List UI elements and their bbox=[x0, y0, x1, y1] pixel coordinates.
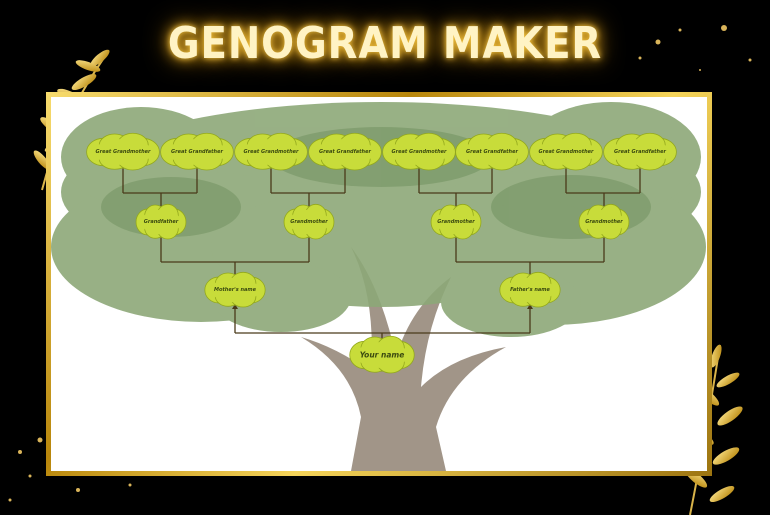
great-grandparent-node-cloud-shape bbox=[529, 132, 603, 171]
grandparent-node-cloud-shape bbox=[578, 203, 630, 240]
great-grandparent-label[interactable]: Great Grandmother bbox=[391, 149, 447, 155]
tree-illustration bbox=[51, 102, 706, 471]
grandparent-node-cloud-shape bbox=[283, 203, 335, 240]
great-grandparent-label[interactable]: Great Grandmother bbox=[95, 149, 151, 155]
grandparent-node-cloud-shape bbox=[430, 203, 482, 240]
great-grandparent-label[interactable]: Great Grandfather bbox=[614, 149, 666, 155]
grandparent-label[interactable]: Grandmother bbox=[290, 219, 328, 225]
great-grandparent-node-cloud-shape bbox=[160, 132, 234, 171]
grandparent-node-cloud-shape bbox=[135, 203, 187, 240]
great-grandparent-node-cloud-shape bbox=[603, 132, 677, 171]
parent-node-cloud-shape bbox=[499, 271, 561, 308]
great-grandparent-node-cloud-shape bbox=[86, 132, 160, 171]
genogram-canvas: Great Grandmother Great Grandfather Great … bbox=[51, 97, 707, 471]
great-grandparent-node-cloud-shape bbox=[455, 132, 529, 171]
great-grandparent-label[interactable]: Great Grandmother bbox=[538, 149, 594, 155]
great-grandparent-node-cloud-shape bbox=[308, 132, 382, 171]
gold-frame: Great Grandmother Great Grandfather Great … bbox=[46, 92, 712, 476]
great-grandparent-label[interactable]: Great Grandmother bbox=[243, 149, 299, 155]
self-label[interactable]: Your name bbox=[359, 350, 405, 360]
grandparent-label[interactable]: Grandmother bbox=[437, 219, 475, 225]
grandparent-label[interactable]: Grandmother bbox=[585, 219, 623, 225]
node-shapes bbox=[86, 132, 677, 374]
parent-node-cloud-shape bbox=[204, 271, 266, 308]
great-grandparent-node-cloud-shape bbox=[382, 132, 456, 171]
parent-label[interactable]: Mother's name bbox=[214, 287, 256, 293]
great-grandparent-label[interactable]: Great Grandfather bbox=[466, 149, 518, 155]
self-node-cloud-shape bbox=[349, 335, 415, 374]
connector-lines bbox=[122, 167, 641, 341]
grandparent-label[interactable]: Grandfather bbox=[143, 219, 179, 225]
great-grandparent-label[interactable]: Great Grandfather bbox=[171, 149, 223, 155]
parent-label[interactable]: Father's name bbox=[510, 287, 550, 293]
page-title: GENOGRAM MAKER bbox=[167, 18, 603, 69]
arrowhead-icon bbox=[232, 304, 238, 309]
great-grandparent-node-cloud-shape bbox=[234, 132, 308, 171]
arrowhead-icon bbox=[527, 304, 533, 309]
great-grandparent-label[interactable]: Great Grandfather bbox=[319, 149, 371, 155]
